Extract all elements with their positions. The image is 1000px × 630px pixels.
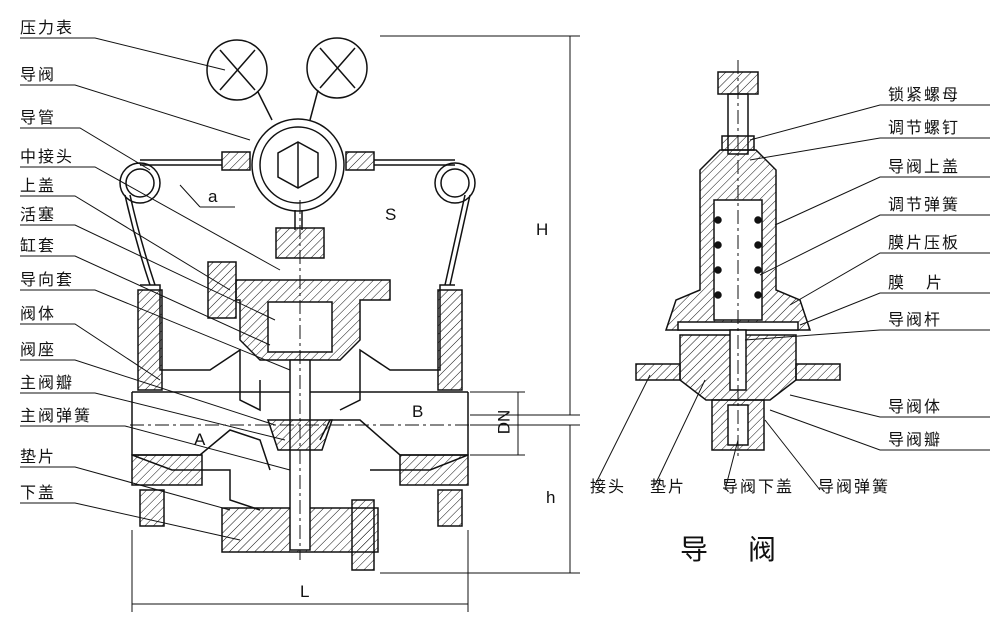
label-cylinder-sleeve: 缸套	[20, 236, 57, 255]
label-pilot-valve: 导阀	[20, 65, 57, 84]
label-main-spring: 主阀弹簧	[20, 406, 93, 425]
pressure-gauges	[206, 37, 368, 121]
label-pilot-disc: 导阀瓣	[888, 430, 943, 449]
label-diaphragm-plate: 膜片压板	[888, 233, 961, 252]
label-pilot-upper-cover: 导阀上盖	[888, 157, 961, 176]
label-pilot-gasket: 垫片	[650, 477, 687, 496]
dim-H: H	[536, 220, 549, 239]
pilot-valve-drawing	[635, 60, 841, 460]
label-piston: 活塞	[20, 205, 57, 224]
main-valve-body	[130, 200, 470, 571]
label-lower-cover: 下盖	[20, 483, 57, 502]
label-lock-nut: 锁紧螺母	[888, 85, 961, 104]
dimension-lines	[131, 35, 580, 612]
port-A: A	[194, 430, 206, 449]
label-valve-seat: 阀座	[20, 340, 57, 359]
label-pilot-lower-cover: 导阀下盖	[722, 477, 795, 496]
pilot-connector	[119, 118, 476, 286]
label-diaphragm: 膜片	[888, 273, 965, 292]
pilot-valve-title: 导阀	[680, 533, 817, 566]
label-pilot-stem: 导阀杆	[888, 310, 943, 329]
label-guide-sleeve: 导向套	[20, 270, 75, 289]
dim-DN: DN	[494, 409, 514, 435]
label-pressure-gauge: 压力表	[20, 18, 75, 37]
label-pilot-spring: 导阀弹簧	[818, 477, 891, 496]
label-gasket: 垫片	[20, 447, 57, 466]
dim-h: h	[546, 488, 556, 507]
label-main-disc: 主阀瓣	[20, 373, 75, 392]
label-adjust-spring: 调节弹簧	[888, 195, 961, 214]
label-middle-joint: 中接头	[20, 147, 75, 166]
dim-S: S	[385, 205, 397, 224]
label-guide-pipe: 导管	[20, 108, 57, 127]
label-joint: 接头	[590, 477, 627, 496]
dim-a: a	[208, 187, 218, 206]
label-adjust-screw: 调节螺钉	[888, 118, 961, 137]
label-valve-body: 阀体	[20, 304, 57, 323]
dim-L: L	[300, 582, 310, 601]
leader-lines	[20, 37, 990, 541]
port-B: B	[412, 402, 424, 421]
label-pilot-body: 导阀体	[888, 397, 943, 416]
label-upper-cover: 上盖	[20, 176, 57, 195]
